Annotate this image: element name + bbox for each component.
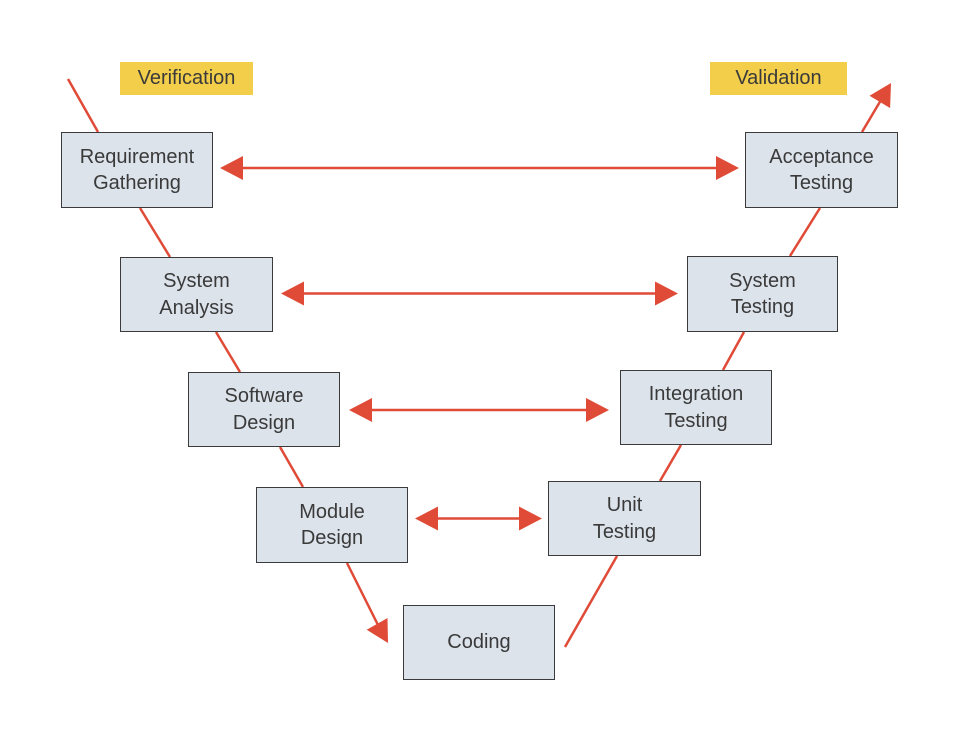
arrow-head-left (281, 281, 304, 306)
node-label-line: Gathering (93, 172, 181, 194)
edge-unit-to-integration-testing (658, 444, 683, 482)
node-module-design: Module Design (256, 487, 408, 563)
edge-system-to-acceptance-testing (788, 207, 822, 257)
edge-system-analysis-to-software-design (214, 331, 242, 373)
arrow-head-left (220, 156, 243, 180)
verification-tag-label: Verification (137, 67, 236, 89)
arrow-head-right (655, 281, 678, 306)
edge-coding-to-unit-testing (563, 555, 619, 648)
node-label-line: Analysis (159, 296, 234, 319)
edge-entry-to-requirement-gathering (66, 78, 100, 133)
node-label-line: Acceptance (769, 145, 874, 168)
node-requirement-gathering: Requirement Gathering (61, 132, 213, 208)
arrow-head-right (519, 506, 542, 531)
node-label-line: Testing (789, 172, 854, 194)
validation-ascent-edges (563, 83, 891, 648)
node-label-line: System (729, 269, 796, 292)
arrow-head-right (716, 156, 739, 180)
node-coding: Coding (403, 605, 555, 680)
validation-tag-label: Validation (735, 67, 822, 89)
node-label-line: Testing (664, 409, 728, 432)
node-system-analysis: System Analysis (120, 257, 273, 332)
node-unit-testing: Unit Testing (548, 481, 701, 556)
edge-requirement-to-system-analysis (138, 207, 172, 258)
arrow-head-left (349, 398, 372, 422)
arrow-requirement-acceptance (220, 156, 739, 180)
edge-integration-to-system-testing (721, 331, 746, 371)
arrow-analysis-system-testing (281, 281, 678, 306)
node-system-testing: System Testing (687, 256, 838, 332)
verification-descent-edges (66, 78, 388, 643)
node-label-line: System (163, 270, 230, 293)
node-label-line: Testing (592, 520, 657, 543)
node-label-line: Testing (730, 296, 795, 318)
node-label-line: Design (300, 527, 364, 549)
node-label-line: Design (232, 411, 296, 434)
node-label-line: Integration (648, 383, 744, 406)
arrow-design-integration-testing (349, 398, 609, 422)
node-label-line: Coding (447, 631, 511, 654)
arrow-head-left (415, 506, 438, 531)
edge-software-design-to-module-design (278, 446, 305, 488)
arrowhead-exit-top-right (869, 83, 891, 108)
node-software-design: Software Design (188, 372, 340, 447)
edge-module-design-to-coding (345, 562, 380, 626)
node-integration-testing: Integration Testing (620, 370, 772, 445)
node-label-line: Requirement (79, 145, 195, 168)
verification-tag: Verification (120, 62, 253, 95)
arrow-head-right (586, 398, 609, 422)
node-label-line: Module (299, 500, 365, 523)
node-label-line: Unit (606, 494, 643, 517)
edge-acceptance-exit (860, 99, 883, 133)
arrowhead-into-coding (366, 618, 388, 643)
node-acceptance-testing: Acceptance Testing (745, 132, 898, 208)
arrow-module-unit-testing (415, 506, 542, 531)
validation-tag: Validation (710, 62, 847, 95)
node-label-line: Software (224, 385, 304, 408)
